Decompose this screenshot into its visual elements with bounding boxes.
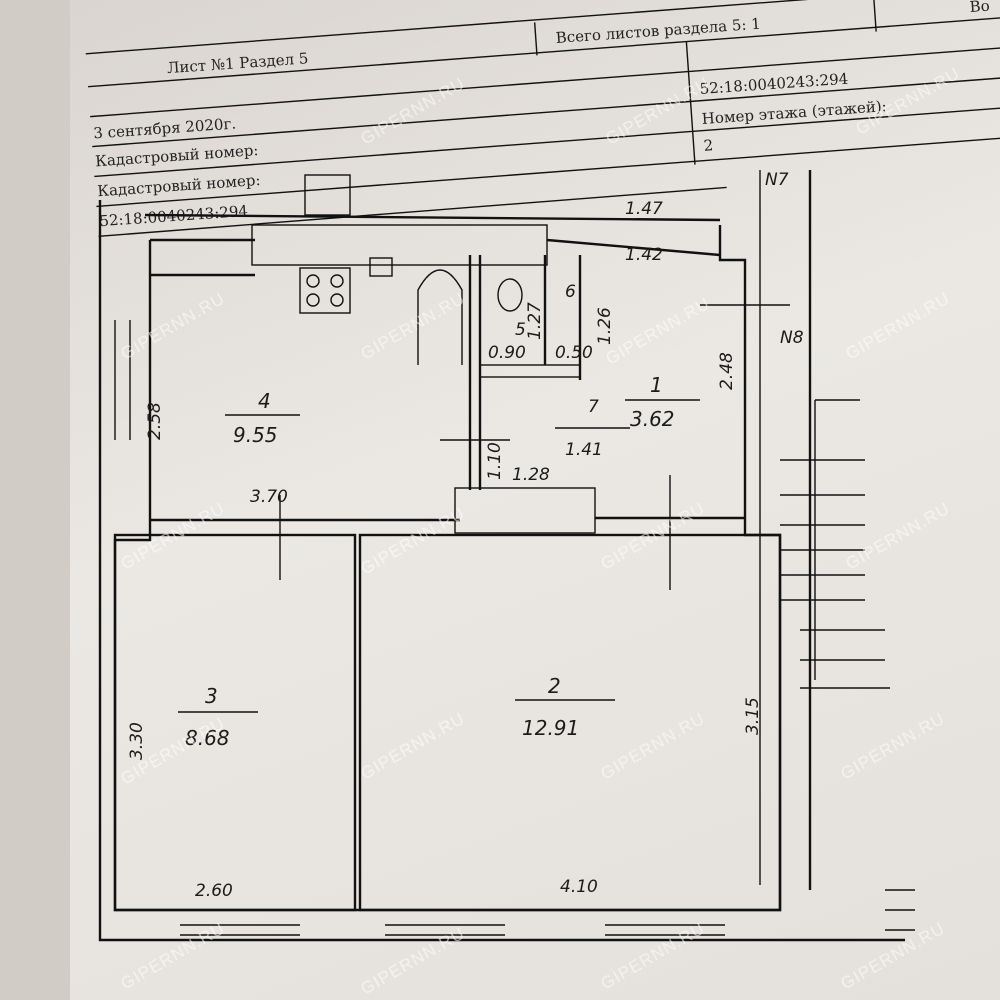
watermark: GIPERNN.RU	[598, 709, 709, 784]
dim-1-26: 1.26	[595, 307, 615, 345]
cadastral-value-1: 52:18:0040243:294	[699, 70, 849, 98]
total-sheets: Всего листов раздела 5: 1	[555, 15, 761, 47]
watermark: GIPERNN.RU	[838, 709, 949, 784]
room-2-area: 12.91	[522, 716, 579, 740]
window-hatch-left	[114, 320, 131, 440]
bathtub-icon	[417, 269, 463, 365]
room-3-number: 3	[205, 684, 218, 708]
watermark: GIPERNN.RU	[843, 499, 954, 574]
apartment-number: N8	[780, 328, 804, 348]
window-hatch-bottom	[180, 924, 725, 936]
watermark: GIPERNN.RU	[358, 709, 469, 784]
room-labels: 4 9.55 3 8.68 2 12.91 1 3.62 7 1.41 5 0.…	[178, 282, 700, 750]
toilet-icon	[497, 278, 523, 312]
dim-2-58: 2.58	[145, 402, 165, 440]
total-right: Во	[969, 0, 990, 16]
room-5-area: 0.90	[488, 343, 526, 363]
watermark: GIPERNN.RU	[843, 289, 954, 364]
dimension-labels: 1.47 1.42 2.48 2.58 3.70 1.10 1.28 3.30 …	[127, 170, 804, 901]
staircase	[780, 399, 915, 931]
dim-1-27: 1.27	[525, 302, 545, 340]
dim-1-10: 1.10	[485, 442, 505, 480]
room-3-outline	[113, 533, 357, 912]
sheet-label: Лист №1 Раздел 5	[166, 49, 309, 77]
date-text: 3 сентября 2020г.	[93, 114, 237, 142]
neighbor-number: N7	[765, 170, 789, 190]
watermark: GIPERNN.RU	[358, 289, 469, 364]
watermark: GIPERNN.RU	[118, 919, 229, 994]
room-5-number: 5	[515, 320, 526, 340]
dim-2-48: 2.48	[717, 352, 737, 390]
dim-3-70: 3.70	[250, 487, 288, 507]
watermark: GIPERNN.RU	[598, 919, 709, 994]
dim-1-42: 1.42	[625, 245, 663, 265]
room-7-area: 1.41	[565, 440, 603, 460]
room-3-area: 8.68	[185, 726, 230, 750]
dim-3-30: 3.30	[127, 722, 147, 760]
stove-icon-upper	[304, 174, 351, 216]
walls	[98, 170, 915, 942]
watermark: GIPERNN.RU	[358, 74, 469, 149]
floor-value: 2	[703, 136, 714, 155]
sink-icon	[369, 257, 393, 277]
room-4-number: 4	[258, 389, 271, 413]
paper-fold-shadow	[0, 0, 70, 1000]
bath-wall	[479, 364, 581, 378]
room-7-number: 7	[588, 397, 599, 417]
watermark: GIPERNN.RU	[603, 294, 714, 369]
dim-1-28: 1.28	[512, 465, 550, 485]
room-6-area: 0.50	[555, 343, 593, 363]
dim-1-47: 1.47	[625, 199, 663, 219]
wall-pier	[454, 487, 596, 534]
room-2-number: 2	[548, 674, 561, 698]
dim-2-60: 2.60	[195, 881, 233, 901]
room-1-area: 3.62	[630, 407, 675, 431]
dim-3-15: 3.15	[743, 697, 763, 735]
header-table: вид объекта недвижимости Лист №1 Раздел …	[85, 0, 1000, 238]
dim-4-10: 4.10	[560, 877, 598, 897]
watermark: GIPERNN.RU	[118, 289, 229, 364]
room-6-number: 6	[565, 282, 576, 302]
wall-segment	[251, 224, 548, 266]
stove-icon	[299, 267, 351, 314]
watermark: GIPERNN.RU	[603, 74, 714, 149]
room-2-outline	[358, 533, 782, 912]
room-1-number: 1	[650, 373, 663, 397]
room-4-area: 9.55	[233, 423, 278, 447]
watermark: GIPERNN.RU	[358, 504, 469, 579]
